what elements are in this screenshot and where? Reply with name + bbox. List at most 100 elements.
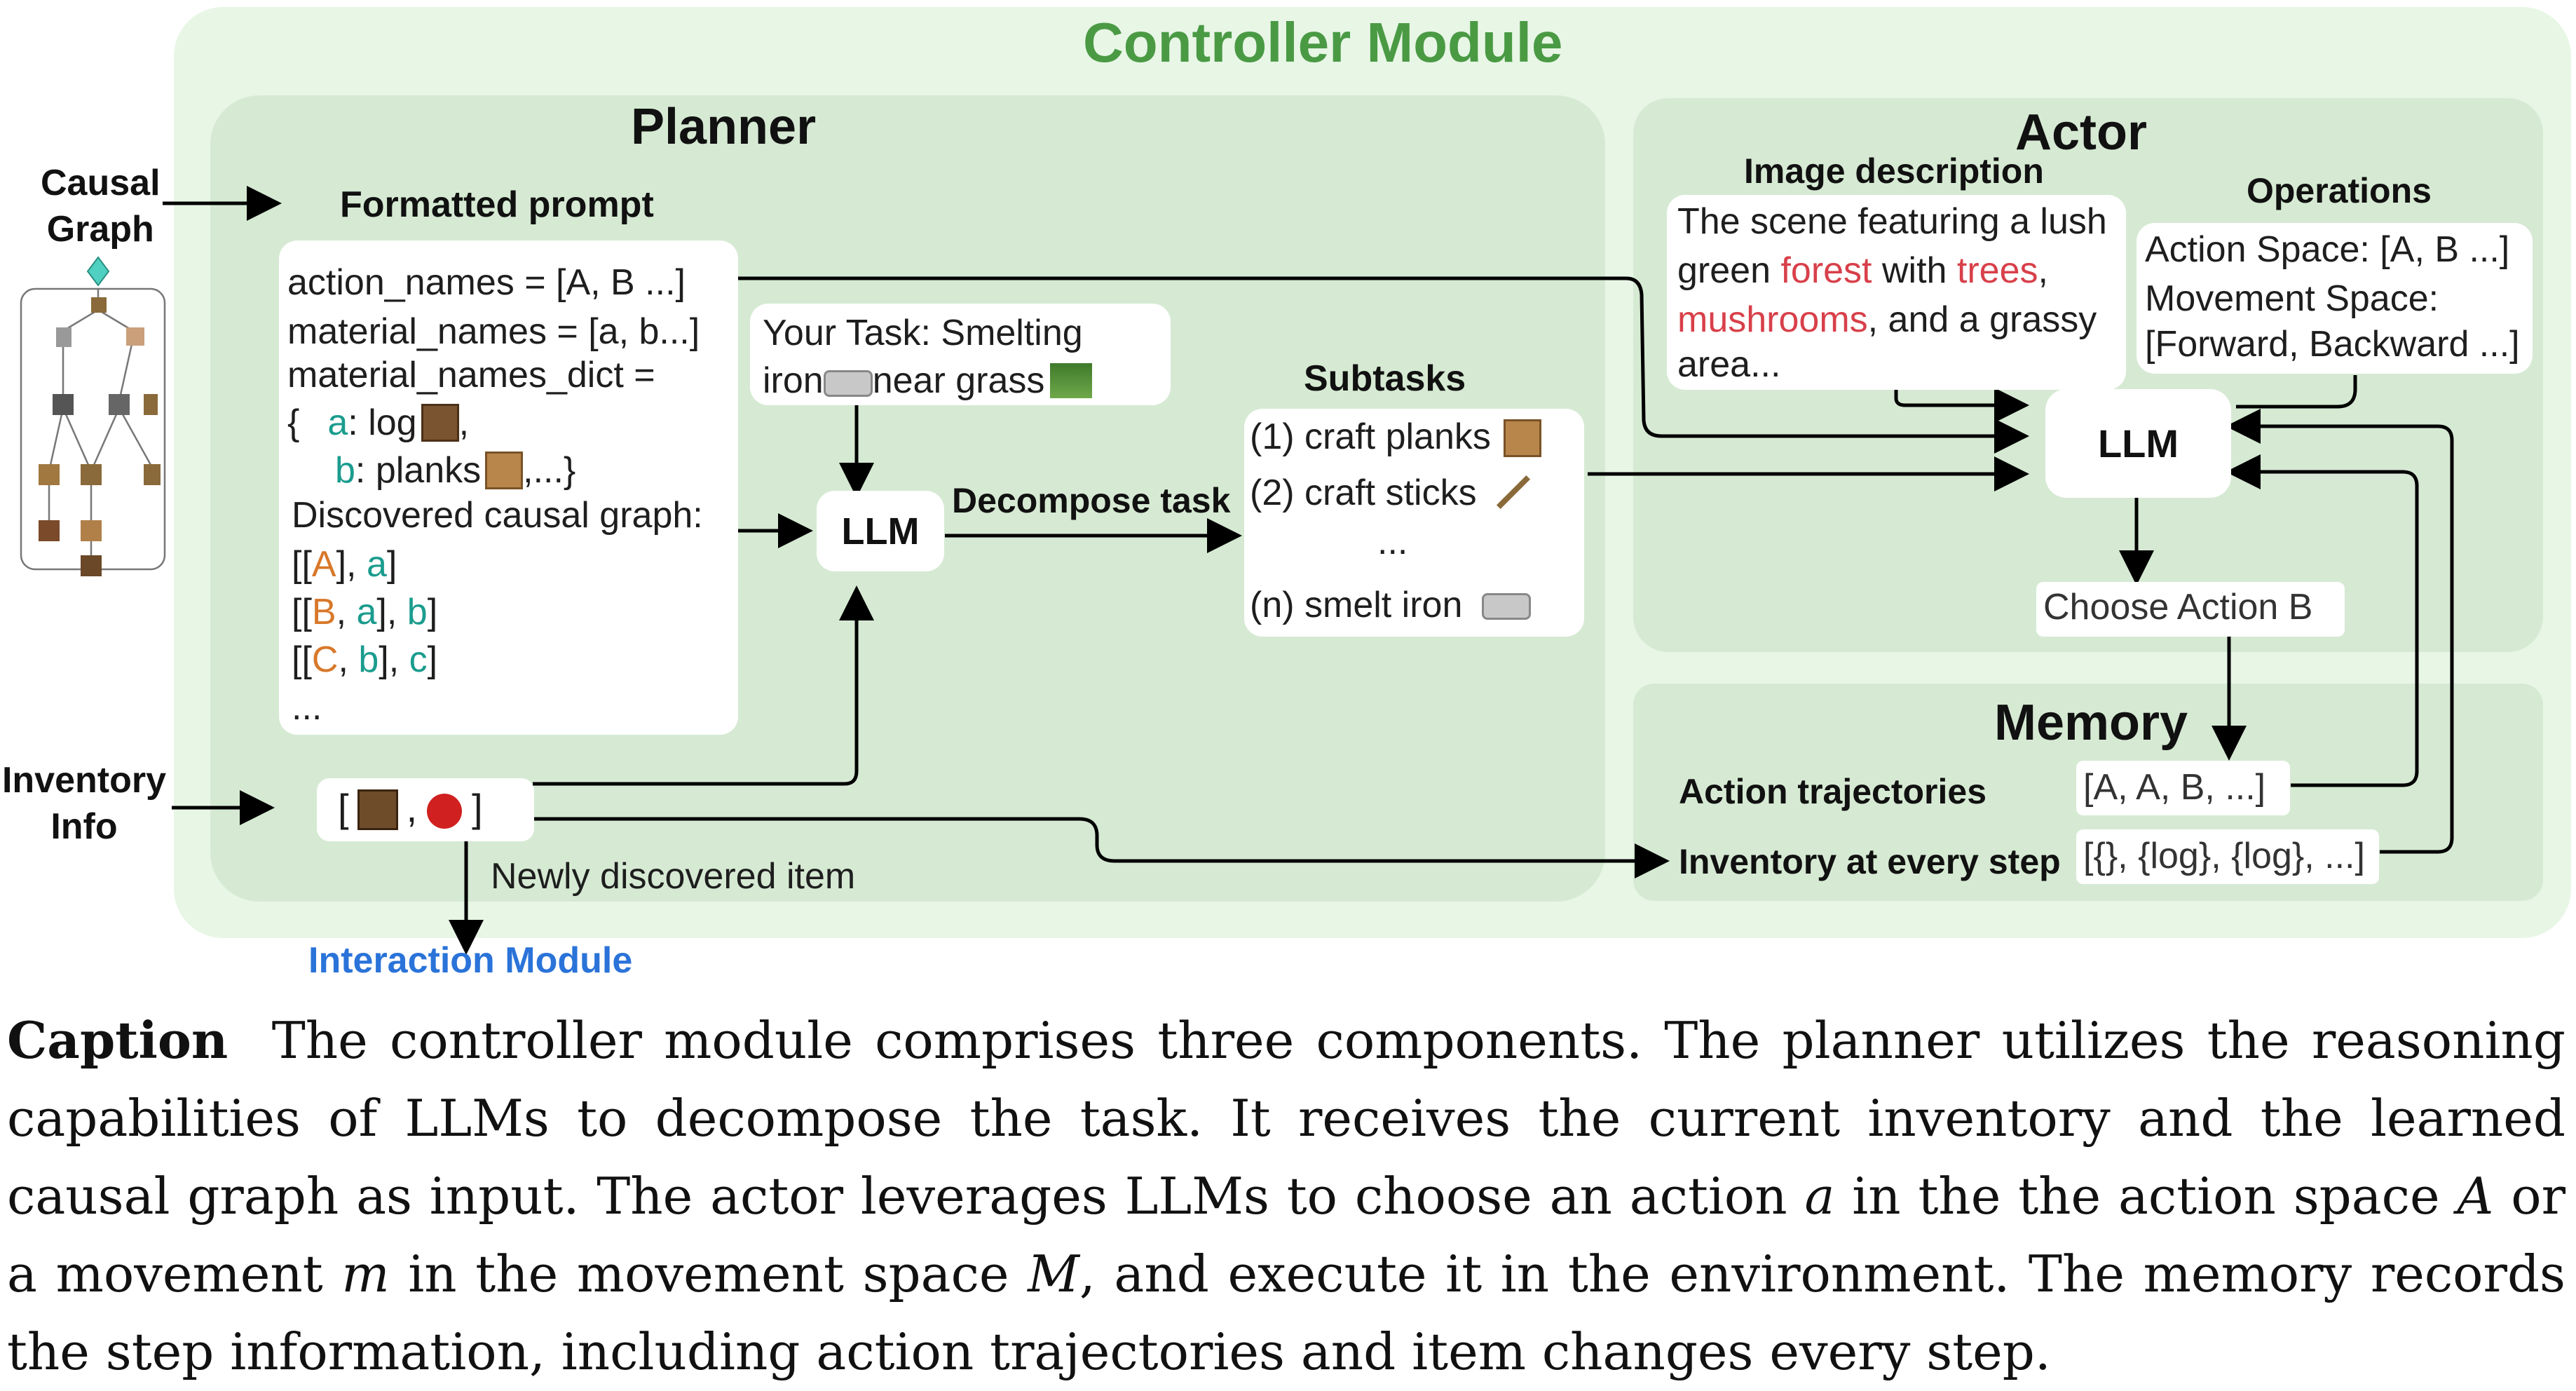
dict-entry-b: b: planks,...} xyxy=(335,449,575,491)
inventory-info-label: Inventory Info xyxy=(0,757,168,850)
task-grass-text: near grass xyxy=(872,360,1045,401)
caption-text-4: in the movement space xyxy=(389,1244,1028,1303)
inventory-every-step-label: Inventory at every step xyxy=(1679,842,2061,881)
image-description-title: Image description xyxy=(1744,151,2044,191)
graph-label-line: Discovered causal graph: xyxy=(292,495,703,536)
subtask-ellipsis: ... xyxy=(1377,522,1408,562)
operations-title: Operations xyxy=(2247,171,2432,210)
image-desc-comma: , xyxy=(2038,250,2048,291)
stick-icon xyxy=(1496,475,1530,510)
inventory-separator: , xyxy=(406,786,418,830)
image-desc-forest: forest xyxy=(1780,250,1872,291)
subtask-n: (n) smelt iron xyxy=(1250,584,1532,626)
action-trajectories-value: [A, A, B, ...] xyxy=(2083,767,2266,808)
decompose-task-label: Decompose task xyxy=(952,481,1231,520)
inventory-box: [,] xyxy=(317,778,534,841)
iron-ore-icon xyxy=(823,370,873,397)
actor-llm-box: LLM xyxy=(2045,389,2231,498)
grass-icon xyxy=(1050,363,1093,398)
causal-graph-label: Causal Graph xyxy=(41,160,161,252)
subtask-1-text: (1) craft planks xyxy=(1250,416,1491,457)
newly-discovered-label: Newly discovered item xyxy=(491,856,856,897)
log-icon xyxy=(421,404,459,442)
caption-var-A: A xyxy=(2457,1167,2494,1226)
actor-llm-label: LLM xyxy=(2097,421,2179,466)
caption-var-M: M xyxy=(1028,1244,1079,1303)
caption-text-1: The controller module comprises three co… xyxy=(7,1011,2565,1226)
image-desc-mushrooms: mushrooms xyxy=(1677,299,1868,340)
dict-tail: ,...} xyxy=(523,450,576,491)
action-trajectories-label: Action trajectories xyxy=(1679,772,1987,811)
material-names-line: material_names = [a, b...] xyxy=(287,311,700,352)
image-desc-line-2: green forest with trees, xyxy=(1677,250,2048,292)
inventory-bracket-open: [ xyxy=(338,786,349,830)
planks-icon xyxy=(1503,419,1541,457)
graph-edge-1: [[A], a] xyxy=(292,544,397,585)
task-line-1: Your Task: Smelting xyxy=(763,313,1083,353)
action-trajectories-box: [A, A, B, ...] xyxy=(2076,761,2290,815)
choose-action-label: Choose Action B xyxy=(2043,587,2313,627)
caption-var-m: m xyxy=(341,1244,390,1303)
log-icon xyxy=(357,789,398,830)
choose-action-box: Choose Action B xyxy=(2036,582,2345,637)
inventory-bracket-close: ] xyxy=(472,786,483,830)
subtask-2: (2) craft sticks xyxy=(1250,472,1534,514)
dict-entry-a: {a: log, xyxy=(287,402,470,443)
inventory-info-label-line1: Inventory xyxy=(1,760,167,801)
caption-text-2: in the the action space xyxy=(1834,1167,2458,1226)
image-desc-line-3: mushrooms, and a grassy xyxy=(1677,299,2097,341)
subtask-n-text: (n) smelt iron xyxy=(1250,585,1463,625)
image-desc-line-1: The scene featuring a lush xyxy=(1677,201,2107,242)
dict-key-a: a xyxy=(327,402,348,443)
causal-graph-icon xyxy=(20,256,166,576)
apple-icon xyxy=(427,794,463,829)
formatted-prompt-title: Formatted prompt xyxy=(340,184,654,225)
figure-caption: Caption The controller module comprises … xyxy=(7,1001,2565,1391)
caption-text-3: or a movement xyxy=(7,1167,2566,1303)
operations-box: Action Space: [A, B ...] Movement Space:… xyxy=(2137,223,2533,374)
inventory-info-label-line2: Info xyxy=(50,806,118,847)
image-desc-green: green xyxy=(1677,250,1781,291)
image-description-box: The scene featuring a lush green forest … xyxy=(1667,195,2126,390)
caption-text-5: , and execute it in the environment. The… xyxy=(7,1244,2565,1381)
dict-open-brace: { xyxy=(287,402,300,443)
subtasks-title: Subtasks xyxy=(1304,358,1466,399)
planner-llm-label: LLM xyxy=(841,510,920,552)
subtasks-box: (1) craft planks (2) craft sticks ... (n… xyxy=(1244,409,1584,637)
dict-val-b: : planks xyxy=(355,450,482,491)
planks-icon xyxy=(485,452,524,489)
movement-space-line-1: Movement Space: xyxy=(2145,278,2439,319)
subtask-2-text: (2) craft sticks xyxy=(1250,473,1477,513)
task-line-2: iron near grass xyxy=(763,360,1093,402)
planner-llm-box: LLM xyxy=(817,491,944,571)
actor-title: Actor xyxy=(2015,104,2148,161)
memory-title: Memory xyxy=(1994,695,2188,751)
planner-title: Planner xyxy=(631,99,817,155)
controller-module-title: Controller Module xyxy=(1083,11,1563,74)
subtask-1: (1) craft planks xyxy=(1250,416,1541,458)
inventory-every-step-box: [{}, {log}, {log}, ...] xyxy=(2076,829,2379,884)
image-desc-with: with xyxy=(1872,250,1957,291)
formatted-prompt-box: action_names = [A, B ...] material_names… xyxy=(279,240,738,735)
task-box: Your Task: Smelting iron near grass xyxy=(750,304,1171,405)
dict-val-a: : log xyxy=(348,402,417,443)
dict-key-b: b xyxy=(335,450,355,491)
inventory-contents: [,] xyxy=(338,785,483,831)
action-names-line: action_names = [A, B ...] xyxy=(287,262,686,303)
inventory-every-step-value: [{}, {log}, {log}, ...] xyxy=(2083,836,2365,876)
movement-space-line-2: [Forward, Backward ...] xyxy=(2145,324,2520,365)
image-desc-trees: trees xyxy=(1956,250,2038,291)
interaction-module-label: Interaction Module xyxy=(308,940,633,981)
caption-lead: Caption xyxy=(7,1010,229,1070)
graph-edge-2: [[B, a], b] xyxy=(292,592,438,632)
iron-ingot-icon xyxy=(1482,593,1532,620)
task-iron-text: iron xyxy=(763,360,824,401)
image-desc-line-4: area... xyxy=(1677,344,1781,385)
graph-ellipsis: ... xyxy=(292,687,322,728)
material-dict-line: material_names_dict = xyxy=(287,355,655,395)
image-desc-grassy: , and a grassy xyxy=(1867,299,2097,340)
causal-graph-label-line1: Causal xyxy=(41,163,161,203)
causal-graph-label-line2: Graph xyxy=(46,209,154,250)
graph-edge-3: [[C, b], c] xyxy=(292,639,438,680)
